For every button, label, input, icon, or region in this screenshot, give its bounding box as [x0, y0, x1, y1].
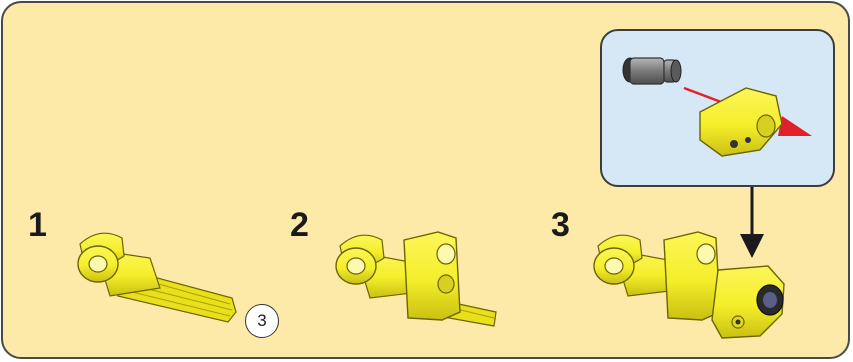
quantity-badge: 3: [245, 304, 279, 338]
callout-bush-part: [623, 58, 681, 84]
step-number-2: 2: [290, 208, 309, 242]
step2-assembly-part: [336, 232, 496, 326]
step1-axle-connector-part: [78, 233, 236, 322]
step-number-1: 1: [28, 208, 47, 242]
step-number-3: 3: [551, 208, 570, 242]
arrow-down-icon: [740, 187, 764, 258]
